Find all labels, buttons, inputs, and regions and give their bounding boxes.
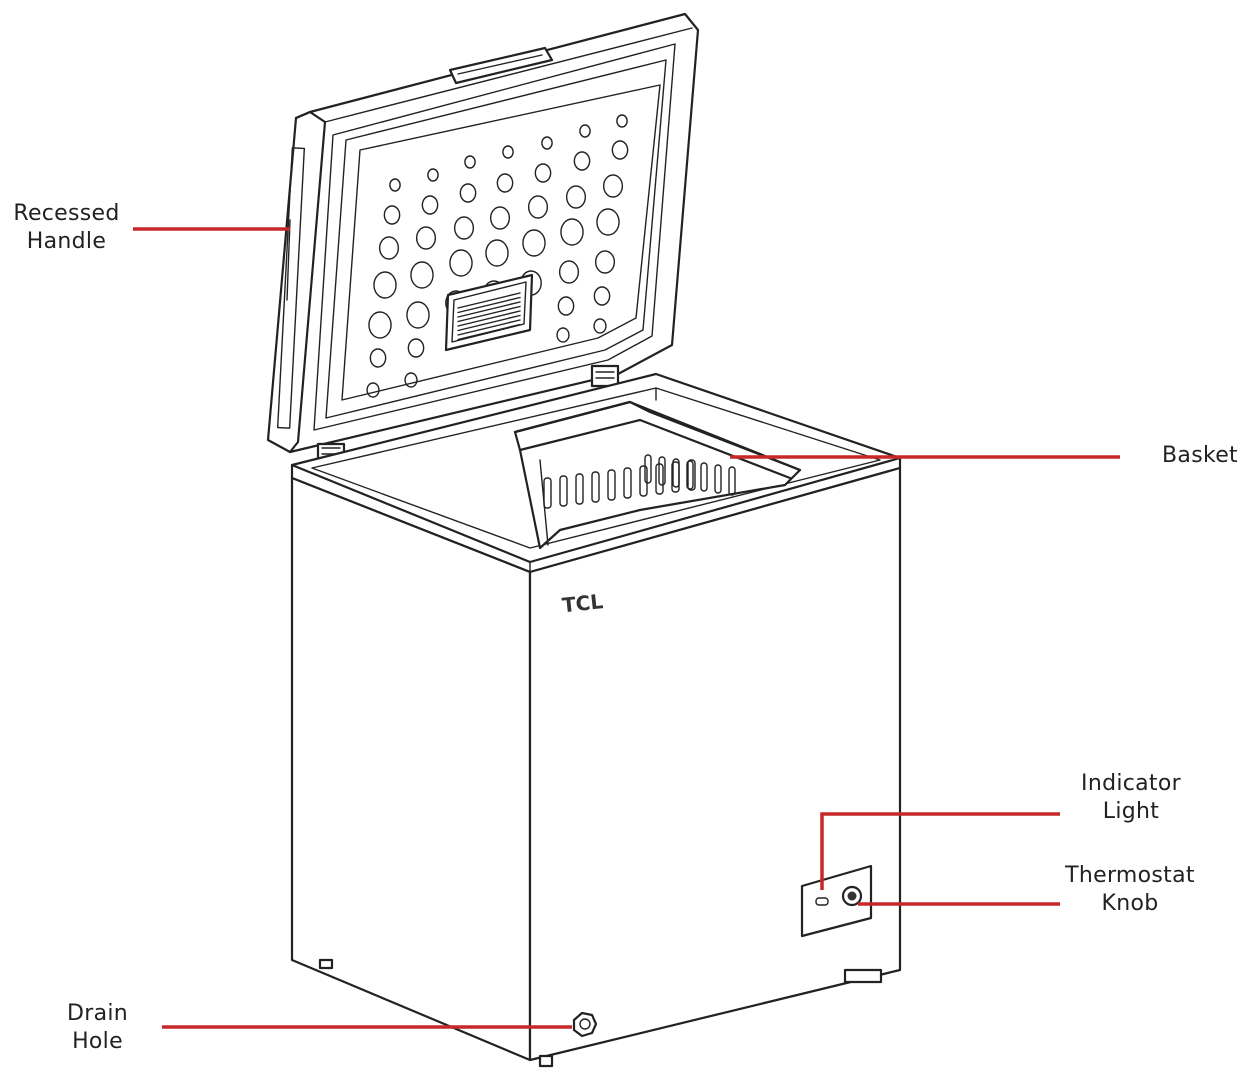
thermostat-knob-inner [847,891,857,901]
basket-slot [714,464,722,494]
indicator-light-lens [815,897,829,906]
lid-dimple [464,155,476,169]
lid-dimple [579,124,591,138]
basket-slot [575,473,584,505]
lid-dimple [611,140,629,160]
label-basket-line1: Basket [1162,443,1238,468]
lid-dimple [449,249,473,277]
lid-dimple [410,261,434,289]
lid-dimple [459,183,477,203]
brand-logo: TCL [561,589,605,617]
lid-dimple [556,327,570,343]
lid-dimple [369,348,387,368]
basket-slot [623,467,632,499]
label-thermostat-knob: Thermostat Knob [1050,862,1210,918]
lid-dimple [389,178,401,192]
vent-slat [457,310,521,327]
hinge-right [590,364,620,388]
lid-dimple [502,145,514,159]
leader-indicator-light [820,812,1060,890]
basket [513,400,802,550]
lid-dimple [534,163,552,183]
basket-slot [644,454,652,484]
lid-dimple [573,151,591,171]
basket-slot [658,456,666,486]
basket-slot [672,458,680,488]
vent-slat [457,301,521,318]
label-thermostat-knob-line2: Knob [1101,891,1159,916]
basket-slot [700,462,708,492]
vent-slat [457,305,521,323]
vent-slat [457,319,521,336]
leader-lines [133,227,1120,1029]
basket-slot [639,465,648,497]
thermostat-knob-outer [841,885,863,907]
lid-dimple [594,250,616,274]
lid-dimple [489,206,511,230]
lid-dimple [557,296,575,316]
basket-slot [728,466,736,496]
lid-dimple [427,168,439,182]
lid-dimple [560,218,584,246]
lid-dimple [368,311,392,339]
lid-vent [444,273,534,352]
drain-hole-plug [572,1011,598,1038]
lid-dimple [558,260,580,284]
lid-dimple [565,185,587,209]
label-indicator-light: Indicator Light [1066,770,1196,826]
lid-dimple [527,195,549,219]
vent-slat [457,296,521,314]
lid-dimple [378,236,400,260]
lid-dimple [522,229,546,257]
lid-dimple [541,136,553,150]
lid-dimple [453,216,475,240]
label-basket: Basket [1145,442,1255,470]
basket-slot [607,469,616,501]
lid-dimple [407,338,425,358]
lid-dimple [602,174,624,198]
lid-dimple [593,286,611,306]
label-recessed-handle: Recessed Handle [0,200,133,256]
recessed-handle-detail [276,147,306,429]
basket-slot [686,460,694,490]
lid-dimple [421,195,439,215]
label-drain-hole-line1: Drain [66,1001,129,1026]
label-indicator-light-line2: Light [1102,799,1160,824]
vent-slat [457,292,521,309]
vent-slat [457,314,521,332]
basket-slot [559,475,568,507]
label-drain-hole-line2: Hole [72,1029,123,1054]
lid-dimple [415,226,437,250]
lid-dimple [406,301,430,329]
lid-dimple [404,372,418,388]
basket-slot [543,477,552,509]
label-recessed-handle-line2: Handle [26,229,107,254]
basket-slot [591,471,600,503]
lid-dimple-pattern [366,114,629,398]
label-recessed-handle-line1: Recessed [13,201,120,226]
lid-dimple [496,173,514,193]
label-drain-hole: Drain Hole [45,1000,150,1056]
lid-dimple [596,208,620,236]
lid-dimple [485,239,509,267]
control-panel [800,864,873,938]
lid-dimple [373,271,397,299]
label-thermostat-knob-line1: Thermostat [1065,863,1195,888]
label-indicator-light-line1: Indicator [1081,771,1181,796]
lid-dimple [366,382,380,398]
lid-dimple [616,114,628,128]
lid-dimple [593,318,607,334]
vent-slat [457,323,521,341]
lid-dimple [383,205,401,225]
basket-slot [687,459,696,491]
